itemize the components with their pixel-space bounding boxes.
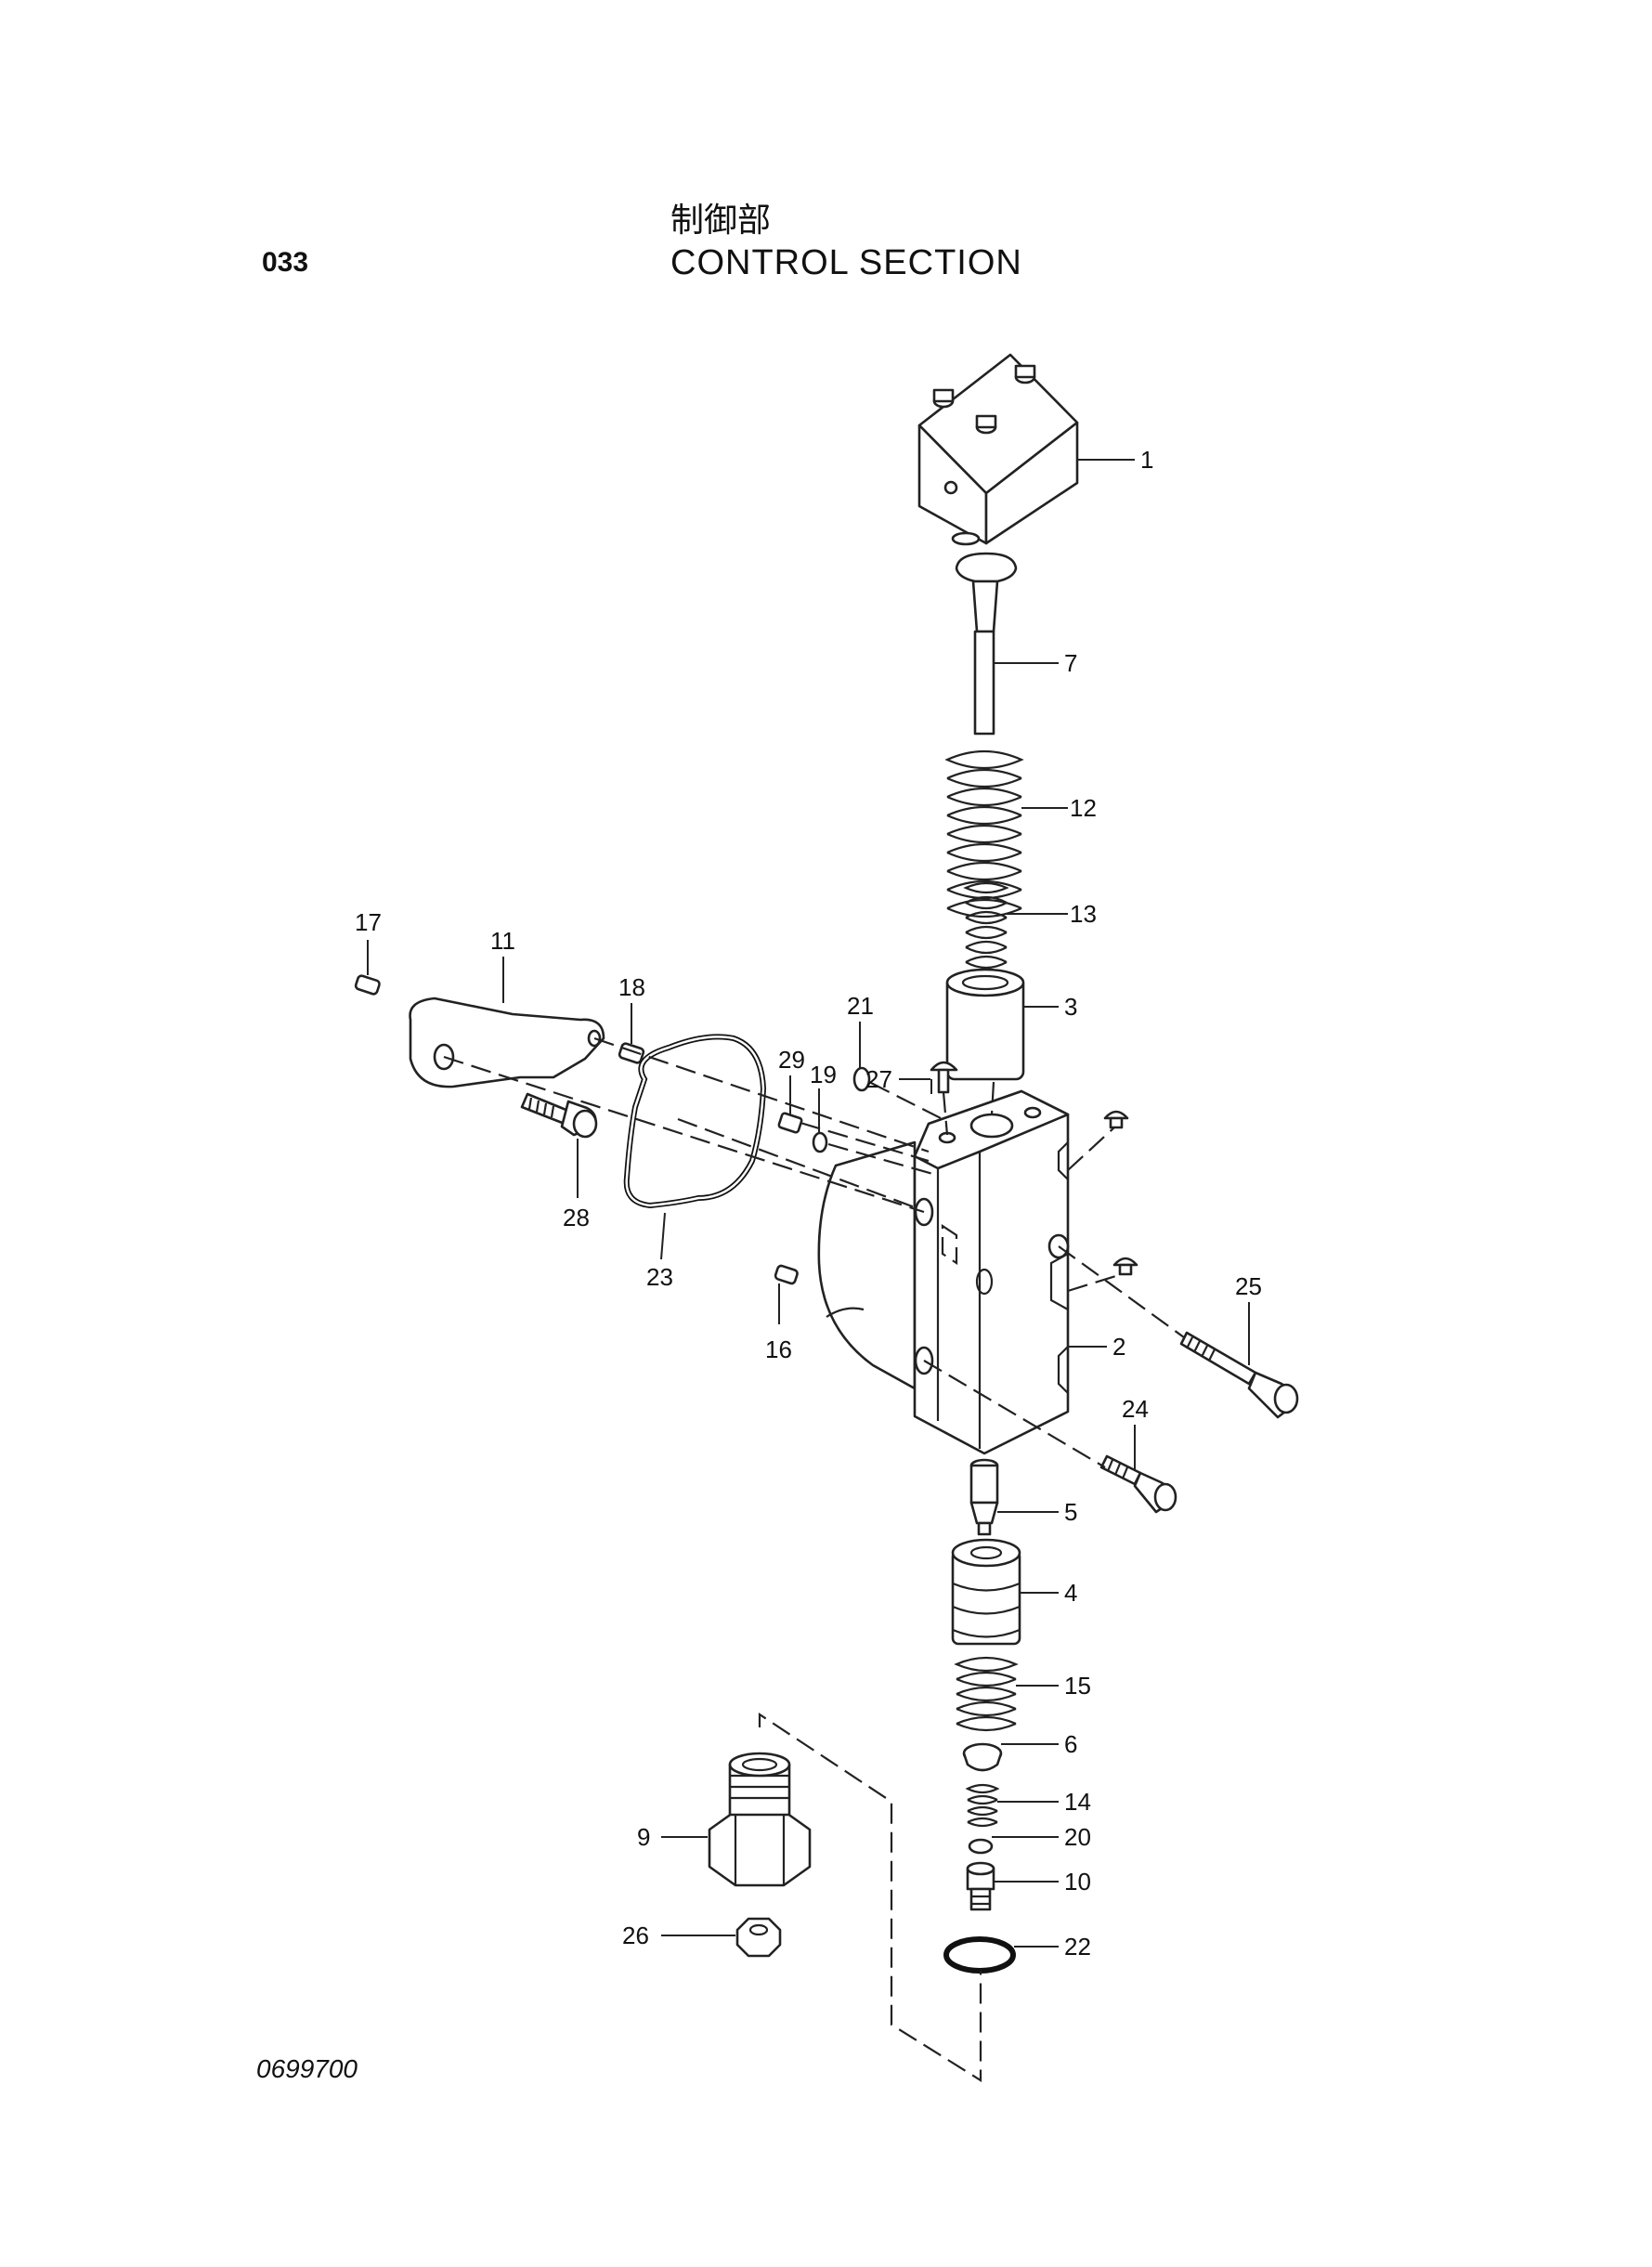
callout-17: 17 xyxy=(355,908,382,936)
leader-lines xyxy=(367,459,1250,1948)
callout-9: 9 xyxy=(637,1823,650,1851)
callout-7: 7 xyxy=(1064,649,1077,677)
part-3-sleeve[interactable] xyxy=(945,968,1025,1081)
callout-6: 6 xyxy=(1064,1730,1077,1758)
part-10-adjusting-screw[interactable] xyxy=(966,1861,995,1911)
part-24-bolt[interactable] xyxy=(1099,1454,1177,1514)
callout-29: 29 xyxy=(778,1046,805,1074)
part-20-o-ring[interactable] xyxy=(968,1838,994,1855)
section-title-japanese: 制御部 xyxy=(670,202,772,240)
part-4-piston[interactable] xyxy=(951,1538,1021,1646)
part-27-screw[interactable] xyxy=(930,1061,958,1094)
callout-19: 19 xyxy=(810,1061,837,1088)
callout-15: 15 xyxy=(1064,1672,1091,1700)
part-9-adapter[interactable] xyxy=(708,1752,812,1887)
section-title-english: CONTROL SECTION xyxy=(670,243,1022,282)
part-21-o-ring[interactable] xyxy=(852,1066,871,1092)
callout-26: 26 xyxy=(622,1922,649,1949)
callout-24: 24 xyxy=(1122,1395,1149,1423)
part-17-pin[interactable] xyxy=(354,974,381,996)
part-1-control-block[interactable] xyxy=(917,353,1079,546)
callout-3: 3 xyxy=(1064,993,1077,1021)
callout-2: 2 xyxy=(1112,1333,1125,1361)
small-screw-mid-right[interactable] xyxy=(1112,1257,1138,1276)
part-14-spring[interactable] xyxy=(965,1783,1000,1828)
callout-16: 16 xyxy=(765,1335,792,1363)
callout-4: 4 xyxy=(1064,1579,1077,1607)
part-25-bolt[interactable] xyxy=(1179,1331,1299,1419)
callout-labels: 1 2 3 4 5 6 7 9 10 11 12 13 14 15 16 17 … xyxy=(355,446,1262,1961)
callout-20: 20 xyxy=(1064,1823,1091,1851)
part-6-spring-seat[interactable] xyxy=(962,1742,1003,1772)
part-15-spring[interactable] xyxy=(954,1656,1019,1732)
part-19-o-ring[interactable] xyxy=(812,1131,828,1153)
callout-25: 25 xyxy=(1235,1272,1262,1300)
callout-14: 14 xyxy=(1064,1788,1091,1816)
part-11-lever[interactable] xyxy=(409,997,605,1088)
part-5-plunger[interactable] xyxy=(969,1458,999,1536)
callout-28: 28 xyxy=(563,1204,590,1231)
callout-13: 13 xyxy=(1070,900,1097,928)
drawing-number: 0699700 xyxy=(256,2054,358,2083)
part-23-gasket[interactable] xyxy=(623,1034,767,1209)
part-26-nut[interactable] xyxy=(735,1917,782,1958)
assembly-dashed-lines xyxy=(443,1036,1185,2082)
callout-18: 18 xyxy=(618,973,645,1001)
part-2-valve-body[interactable] xyxy=(817,1089,1070,1455)
page-number: 033 xyxy=(262,247,309,278)
callout-10: 10 xyxy=(1064,1868,1091,1896)
callout-5: 5 xyxy=(1064,1498,1077,1526)
callout-27: 27 xyxy=(865,1065,892,1093)
part-22-o-ring[interactable] xyxy=(943,1936,1016,1974)
part-29-plug[interactable] xyxy=(777,1112,803,1134)
part-13-spring[interactable] xyxy=(963,881,1009,970)
callout-23: 23 xyxy=(646,1263,673,1291)
part-7-stem[interactable] xyxy=(955,552,1018,736)
callout-22: 22 xyxy=(1064,1933,1091,1961)
part-16-pin[interactable] xyxy=(774,1264,799,1285)
callout-21: 21 xyxy=(847,992,874,1020)
small-screw-upper-right[interactable] xyxy=(1103,1110,1129,1129)
callout-11: 11 xyxy=(490,927,515,955)
callout-12: 12 xyxy=(1070,794,1097,822)
part-28-bolt[interactable] xyxy=(520,1092,598,1139)
callout-1: 1 xyxy=(1140,446,1153,474)
